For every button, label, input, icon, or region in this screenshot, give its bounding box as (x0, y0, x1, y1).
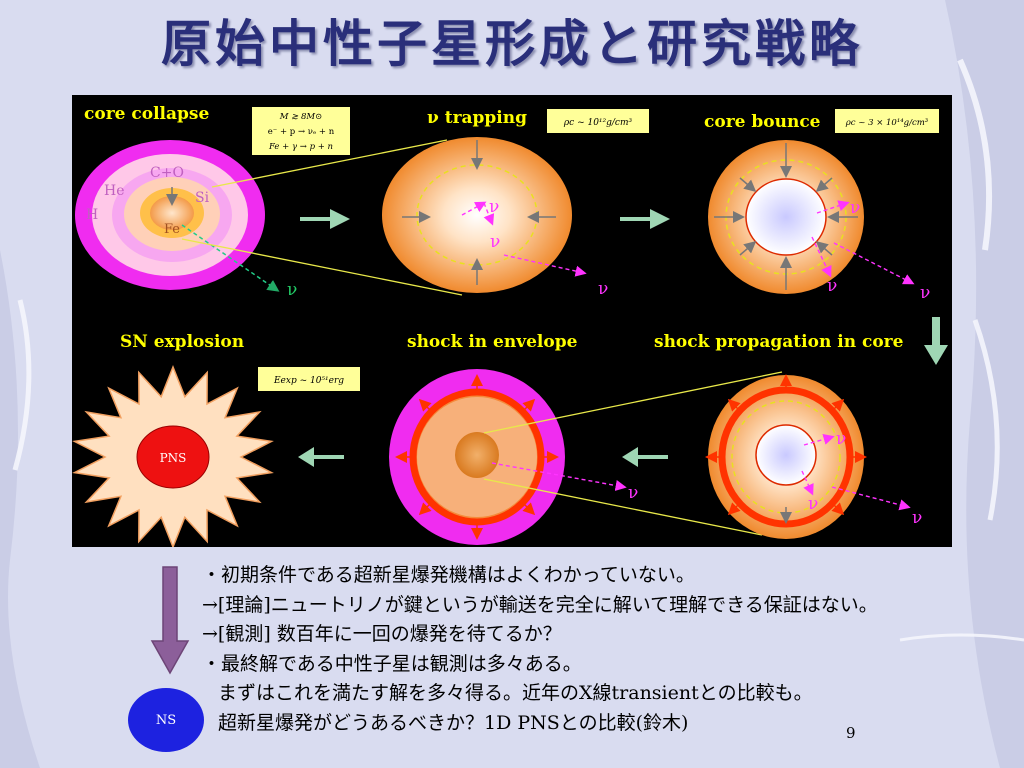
shell-label-h: H (86, 207, 98, 223)
label-nu-trapping: ν trapping (427, 108, 527, 128)
formula-collapse-line2: e⁻ + p → νₑ + n (268, 127, 335, 137)
flow-arrow-down (924, 317, 948, 365)
label-shock-in-envelope: shock in envelope (407, 332, 578, 352)
bullet-item: ・最終解である中性子星は観測は多々ある。 (202, 652, 582, 675)
flow-arrow-right-2 (620, 209, 670, 229)
stage-core-collapse (75, 139, 463, 296)
neutrino-label-trap-2: ν (490, 232, 500, 252)
neutrino-label-envelope: ν (628, 483, 638, 503)
slide-title: 原始中性子星形成と研究戦略 (161, 15, 863, 73)
stage-sn-explosion (72, 364, 274, 547)
neutrino-label-collapse: ν (287, 280, 297, 300)
formula-explosion: Eexp ~ 10⁵¹erg (273, 376, 344, 386)
formula-collapse-line1: M ≳ 8M⊙ (279, 112, 322, 122)
formula-box-explosion: Eexp ~ 10⁵¹erg (258, 367, 360, 391)
formula-collapse-line3: Fe + γ → p + n (268, 142, 333, 152)
pns-label: PNS (160, 451, 187, 465)
formula-trapping: ρc ~ 10¹²g/cm³ (563, 118, 633, 128)
label-sn-explosion: SN explosion (120, 332, 244, 352)
down-arrow-icon (150, 566, 190, 675)
shell-label-he: He (104, 183, 125, 199)
shell-label-fe: Fe (164, 222, 180, 237)
stage-shock-in-envelope (389, 369, 783, 545)
bullet-item: →[観測] 数百年に一回の爆発を待てるか？ (202, 623, 562, 645)
bullet-item: ・初期条件である超新星爆発機構はよくわかっていない。 (202, 564, 695, 586)
bullet-list: ・初期条件である超新星爆発機構はよくわかっていない。 →[理論]ニュートリノが鍵… (202, 561, 1022, 738)
neutrino-label-bounce-1: ν (850, 198, 860, 218)
flow-arrow-left-1 (298, 447, 344, 467)
supernova-diagram: core collapse H He C+O Si Fe ν M ≳ 8M⊙ e… (72, 104, 948, 547)
label-core-bounce: core bounce (704, 112, 821, 132)
shell-label-si: Si (195, 190, 210, 206)
neutrino-label-prop-1: ν (836, 429, 846, 449)
supernova-diagram-panel: core collapse H He C+O Si Fe ν M ≳ 8M⊙ e… (72, 95, 952, 547)
shell-label-co: C+O (150, 165, 184, 181)
ns-circle: NS (128, 688, 204, 752)
neutrino-label-bounce-3: ν (920, 283, 930, 303)
neutrino-label-trap-1: ν (489, 197, 499, 217)
neutrino-label-trap-3: ν (598, 279, 608, 299)
neutrino-label-prop-3: ν (912, 508, 922, 528)
formula-bounce: ρc ~ 3 × 10¹⁴g/cm³ (845, 118, 929, 128)
bullet-item: 超新星爆発がどうあるべきか？1D PNSとの比較(鈴木) (218, 711, 689, 734)
formula-box-bounce: ρc ~ 3 × 10¹⁴g/cm³ (835, 109, 939, 133)
label-shock-propagation: shock propagation in core (654, 332, 904, 352)
formula-box-trapping: ρc ~ 10¹²g/cm³ (547, 109, 649, 133)
neutrino-label-prop-2: ν (808, 494, 818, 514)
stage-shock-propagation (705, 374, 911, 539)
page-number: 9 (846, 724, 856, 742)
label-core-collapse: core collapse (84, 104, 209, 124)
formula-box-collapse: M ≳ 8M⊙ e⁻ + p → νₑ + n Fe + γ → p + n (252, 107, 350, 155)
neutrino-label-bounce-2: ν (827, 276, 837, 296)
flow-arrow-right-1 (300, 209, 350, 229)
flow-arrow-left-2 (622, 447, 668, 467)
stage-nu-trapping (382, 137, 587, 293)
bullet-item: →[理論]ニュートリノが鍵というが輸送を完全に解いて理解できる保証はない。 (202, 593, 878, 616)
bullet-item: まずはこれを満たす解を多々得る。近年のX線transientとの比較も。 (218, 682, 813, 704)
stage-core-bounce (708, 140, 915, 294)
